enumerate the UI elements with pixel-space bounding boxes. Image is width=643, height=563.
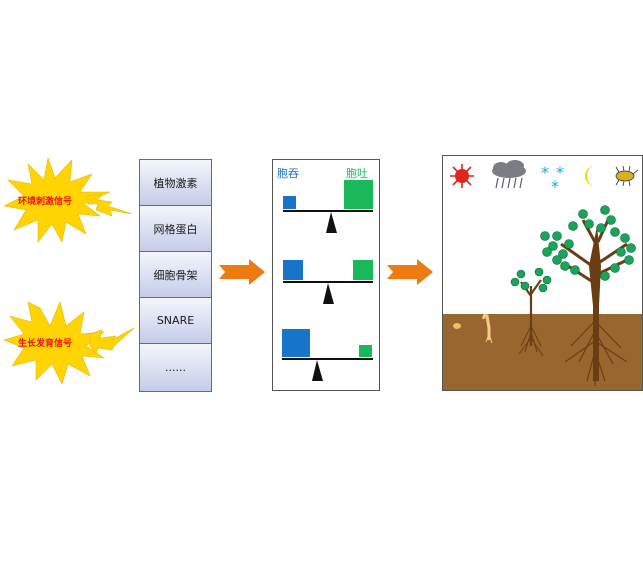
moon-icon — [585, 166, 595, 186]
balance-panel: 胞吞 胞吐 — [272, 159, 380, 391]
balance-scale — [283, 180, 373, 233]
sun-icon — [450, 164, 474, 188]
exocytosis-block — [359, 345, 372, 357]
factor-item: 细胞骨架 — [140, 252, 211, 298]
signal-bursts — [3, 156, 135, 385]
fulcrum-icon — [323, 283, 334, 304]
exocytosis-label: 胞吐 — [346, 167, 368, 180]
endocytosis-block — [283, 196, 296, 209]
young-plant — [510, 267, 552, 357]
mature-tree — [540, 205, 636, 386]
svg-text:*: * — [541, 163, 549, 182]
soil — [443, 314, 642, 390]
factor-item: ...... — [140, 344, 211, 391]
fulcrum-icon — [326, 212, 337, 233]
growth-signal-burst — [3, 301, 135, 385]
factor-item: 植物激素 — [140, 160, 211, 206]
balance-scale — [283, 260, 373, 304]
svg-text:*: * — [551, 177, 559, 196]
plant-scene: * * * — [443, 160, 642, 390]
factor-item: SNARE — [140, 298, 211, 344]
arrow-right-icon — [387, 259, 433, 285]
balance-scales — [282, 180, 373, 381]
arrow-right-icon — [219, 259, 265, 285]
seedling-sprout-icon — [482, 313, 493, 344]
growth-signal-label: 生长发育信号 — [18, 339, 73, 349]
endocytosis-label: 胞吞 — [277, 167, 299, 180]
plant-environment-panel: * * * — [442, 155, 643, 391]
exocytosis-block — [353, 260, 373, 280]
balance-scale — [282, 329, 373, 381]
factor-item: 网格蛋白 — [140, 206, 211, 252]
seed-icon — [453, 323, 461, 329]
environment-signal-burst — [3, 156, 133, 243]
rain-cloud-icon — [492, 160, 526, 189]
exocytosis-block — [344, 180, 373, 209]
endocytosis-block — [283, 260, 303, 280]
svg-text:*: * — [556, 163, 564, 182]
endocytosis-block — [282, 329, 310, 357]
environment-signal-label: 环境刺激信号 — [18, 197, 73, 207]
insect-icon — [615, 165, 639, 187]
snowflake-icon: * * * — [541, 163, 564, 196]
fulcrum-icon — [312, 360, 323, 381]
regulatory-factor-column: 植物激素 网格蛋白 细胞骨架 SNARE ...... — [139, 159, 212, 392]
